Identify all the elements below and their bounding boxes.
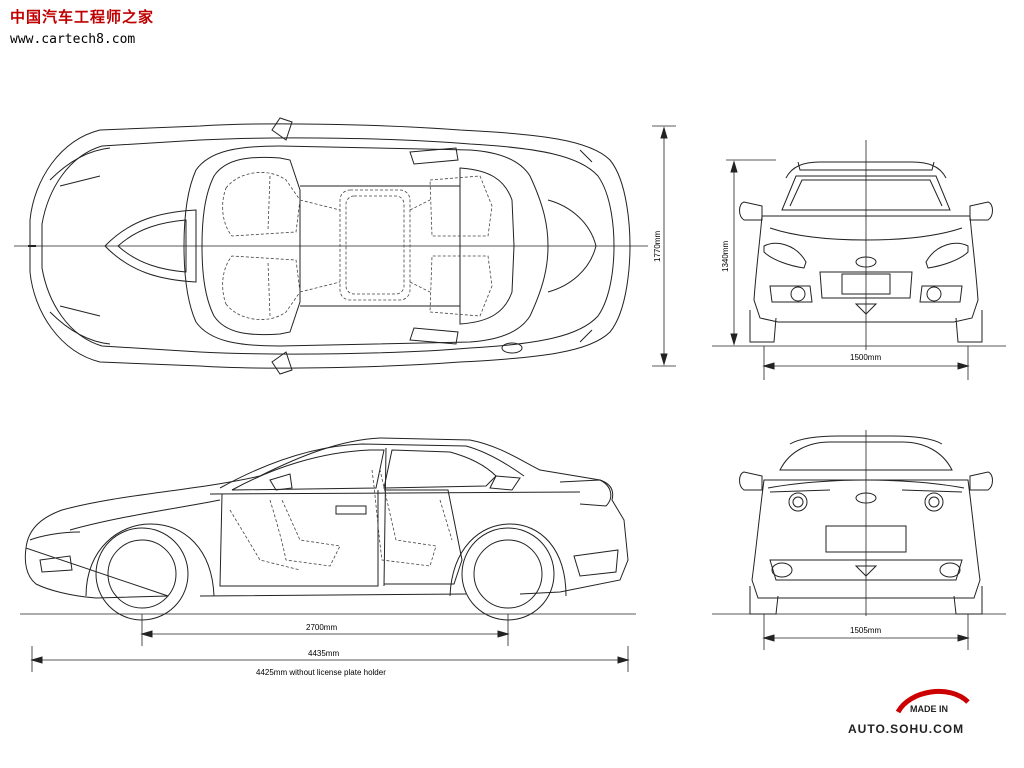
site-name: 中国汽车工程师之家 bbox=[10, 8, 155, 26]
dim-width-label: 1770mm bbox=[653, 231, 662, 262]
dim-length-note: 4425mm without license plate holder bbox=[256, 668, 386, 677]
dim-height-label: 1340mm bbox=[721, 241, 730, 272]
logo-brand-text: AUTO.SOHU.COM bbox=[848, 722, 964, 736]
top-view: 1770mm bbox=[14, 117, 676, 375]
front-view: 1340mm 1500mm bbox=[712, 140, 1006, 380]
dim-rear-track-label: 1505mm bbox=[850, 626, 881, 635]
side-view: 2700mm 4435mm 4425mm without license pla… bbox=[20, 437, 636, 677]
dim-wheelbase-label: 2700mm bbox=[306, 623, 337, 632]
logo-made-in: MADE IN bbox=[910, 704, 948, 714]
site-url: www.cartech8.com bbox=[10, 32, 136, 47]
auto-sohu-logo: MADE IN AUTO.SOHU.COM bbox=[848, 688, 970, 736]
dim-front-track-label: 1500mm bbox=[850, 353, 881, 362]
rear-view: 1505mm bbox=[712, 430, 1006, 650]
dim-length-label: 4435mm bbox=[308, 649, 339, 658]
